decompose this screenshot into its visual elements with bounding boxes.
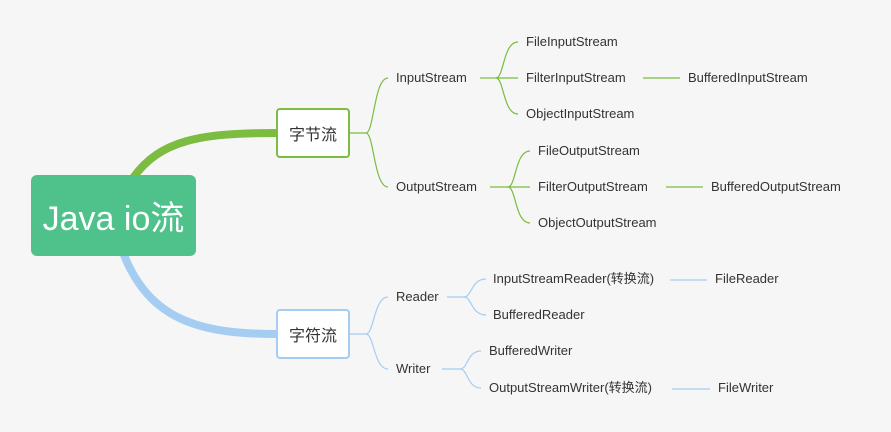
bufferedoutputstream-node[interactable]: BufferedOutputStream: [711, 179, 841, 194]
filterinputstream-node[interactable]: FilterInputStream: [526, 70, 626, 85]
connector-output-object: [507, 186, 531, 224]
connector-char-writer: [365, 333, 389, 370]
reader-node[interactable]: Reader: [396, 289, 439, 304]
connector-output-file: [507, 150, 531, 188]
filewriter-node[interactable]: FileWriter: [718, 380, 774, 395]
connector-char-reader: [350, 296, 389, 335]
filereader-node[interactable]: FileReader: [715, 271, 779, 286]
connector-input-object: [495, 77, 519, 115]
byte-stream-node[interactable]: 字节流: [276, 108, 350, 158]
writer-node[interactable]: Writer: [396, 361, 431, 376]
bufferedinputstream-node[interactable]: BufferedInputStream: [688, 70, 808, 85]
objectinputstream-node[interactable]: ObjectInputStream: [526, 106, 635, 121]
filteroutputstream-node[interactable]: FilterOutputStream: [538, 179, 648, 194]
fileoutputstream-node[interactable]: FileOutputStream: [538, 143, 640, 158]
inputstreamreader-node[interactable]: InputStreamReader(转换流): [493, 271, 655, 286]
objectoutputstream-node[interactable]: ObjectOutputStream: [538, 215, 657, 230]
inputstream-node[interactable]: InputStream: [396, 70, 467, 85]
connector-byte-input: [350, 77, 389, 134]
bufferedwriter-node[interactable]: BufferedWriter: [489, 343, 573, 358]
connector-writer-osw: [459, 368, 482, 389]
outputstreamwriter-node[interactable]: OutputStreamWriter(转换流): [489, 380, 653, 395]
bufferedreader-node[interactable]: BufferedReader: [493, 307, 585, 322]
connector-writer-buffered: [459, 350, 482, 370]
connector-reader-isr: [463, 278, 487, 298]
connector-root-byte: [129, 129, 280, 182]
connector-reader-buffered: [463, 296, 487, 316]
connector-input-file: [495, 41, 519, 79]
outputstream-node[interactable]: OutputStream: [396, 179, 477, 194]
connector-root-char: [120, 251, 280, 338]
char-stream-node[interactable]: 字符流: [276, 309, 350, 359]
fileinputstream-node[interactable]: FileInputStream: [526, 34, 618, 49]
root-node[interactable]: Java io流: [31, 175, 196, 256]
connector-byte-output: [365, 132, 389, 188]
